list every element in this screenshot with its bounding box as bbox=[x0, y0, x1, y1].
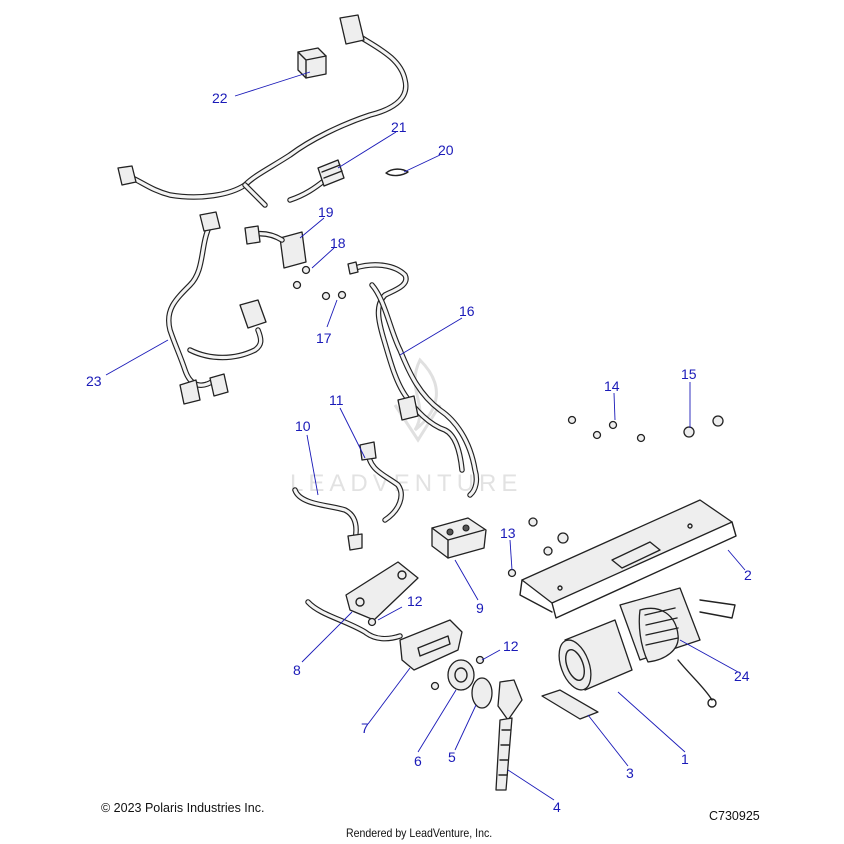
part-16-winch-harness bbox=[347, 261, 480, 498]
part-9-contactor bbox=[431, 517, 487, 559]
callout-12-upper: 12 bbox=[407, 593, 423, 609]
callout-17: 17 bbox=[316, 330, 332, 346]
callout-10: 10 bbox=[295, 418, 311, 434]
callout-5: 5 bbox=[448, 749, 456, 765]
callout-22: 22 bbox=[212, 90, 228, 106]
callout-numbers: 1 2 3 4 5 6 7 8 9 10 11 12 12 13 14 15 1… bbox=[86, 90, 752, 815]
part-5-hook bbox=[471, 677, 523, 721]
part-11-cable bbox=[359, 441, 404, 523]
part-1-winch bbox=[558, 587, 736, 708]
part-3-bracket bbox=[541, 689, 599, 720]
callout-6: 6 bbox=[414, 753, 422, 769]
callout-3: 3 bbox=[626, 765, 634, 781]
part-18-screws bbox=[292, 265, 311, 290]
callout-16: 16 bbox=[459, 303, 475, 319]
callout-20: 20 bbox=[438, 142, 454, 158]
part-15-bolts bbox=[683, 415, 724, 438]
part-4-strap bbox=[495, 717, 513, 791]
callout-14: 14 bbox=[604, 378, 620, 394]
callout-9: 9 bbox=[476, 600, 484, 616]
part-22-connector bbox=[297, 47, 327, 79]
part-17-nuts bbox=[321, 290, 347, 301]
copyright-notice: © 2023 Polaris Industries Inc. bbox=[101, 801, 265, 815]
part-7-fairlead bbox=[399, 619, 463, 671]
callout-19: 19 bbox=[318, 204, 334, 220]
callout-21: 21 bbox=[391, 119, 407, 135]
part-10-cable bbox=[292, 487, 363, 551]
watermark-text: LEADVENTURE bbox=[290, 470, 522, 497]
callout-11: 11 bbox=[329, 392, 344, 408]
callout-2: 2 bbox=[744, 567, 752, 583]
rendered-by-credit: Rendered by LeadVenture, Inc. bbox=[346, 826, 493, 840]
drawing-id: C730925 bbox=[709, 809, 760, 823]
part-14-screws bbox=[567, 415, 646, 443]
callout-18: 18 bbox=[330, 235, 346, 251]
part-23-harness-lower bbox=[166, 211, 267, 405]
callout-23: 23 bbox=[86, 373, 102, 389]
callout-24: 24 bbox=[734, 668, 750, 684]
callout-8: 8 bbox=[293, 662, 301, 678]
callout-15: 15 bbox=[681, 366, 697, 382]
watermark: LEADVENTURE bbox=[290, 357, 522, 497]
callout-7: 7 bbox=[361, 720, 369, 736]
part-2-mounting-plate bbox=[519, 499, 737, 619]
part-23-harness-top bbox=[117, 14, 409, 208]
part-8-fairlead-bracket bbox=[305, 561, 419, 642]
callout-1: 1 bbox=[681, 751, 689, 767]
part-12-screws bbox=[367, 617, 485, 691]
callout-13: 13 bbox=[500, 525, 516, 541]
part-20-clip bbox=[385, 168, 409, 177]
part-21-relay-connector bbox=[317, 159, 345, 187]
leader-lines bbox=[105, 71, 746, 801]
part-19-module bbox=[244, 225, 307, 269]
callout-12-lower: 12 bbox=[503, 638, 519, 654]
part-6-roller bbox=[447, 659, 475, 691]
callout-4: 4 bbox=[553, 799, 561, 815]
